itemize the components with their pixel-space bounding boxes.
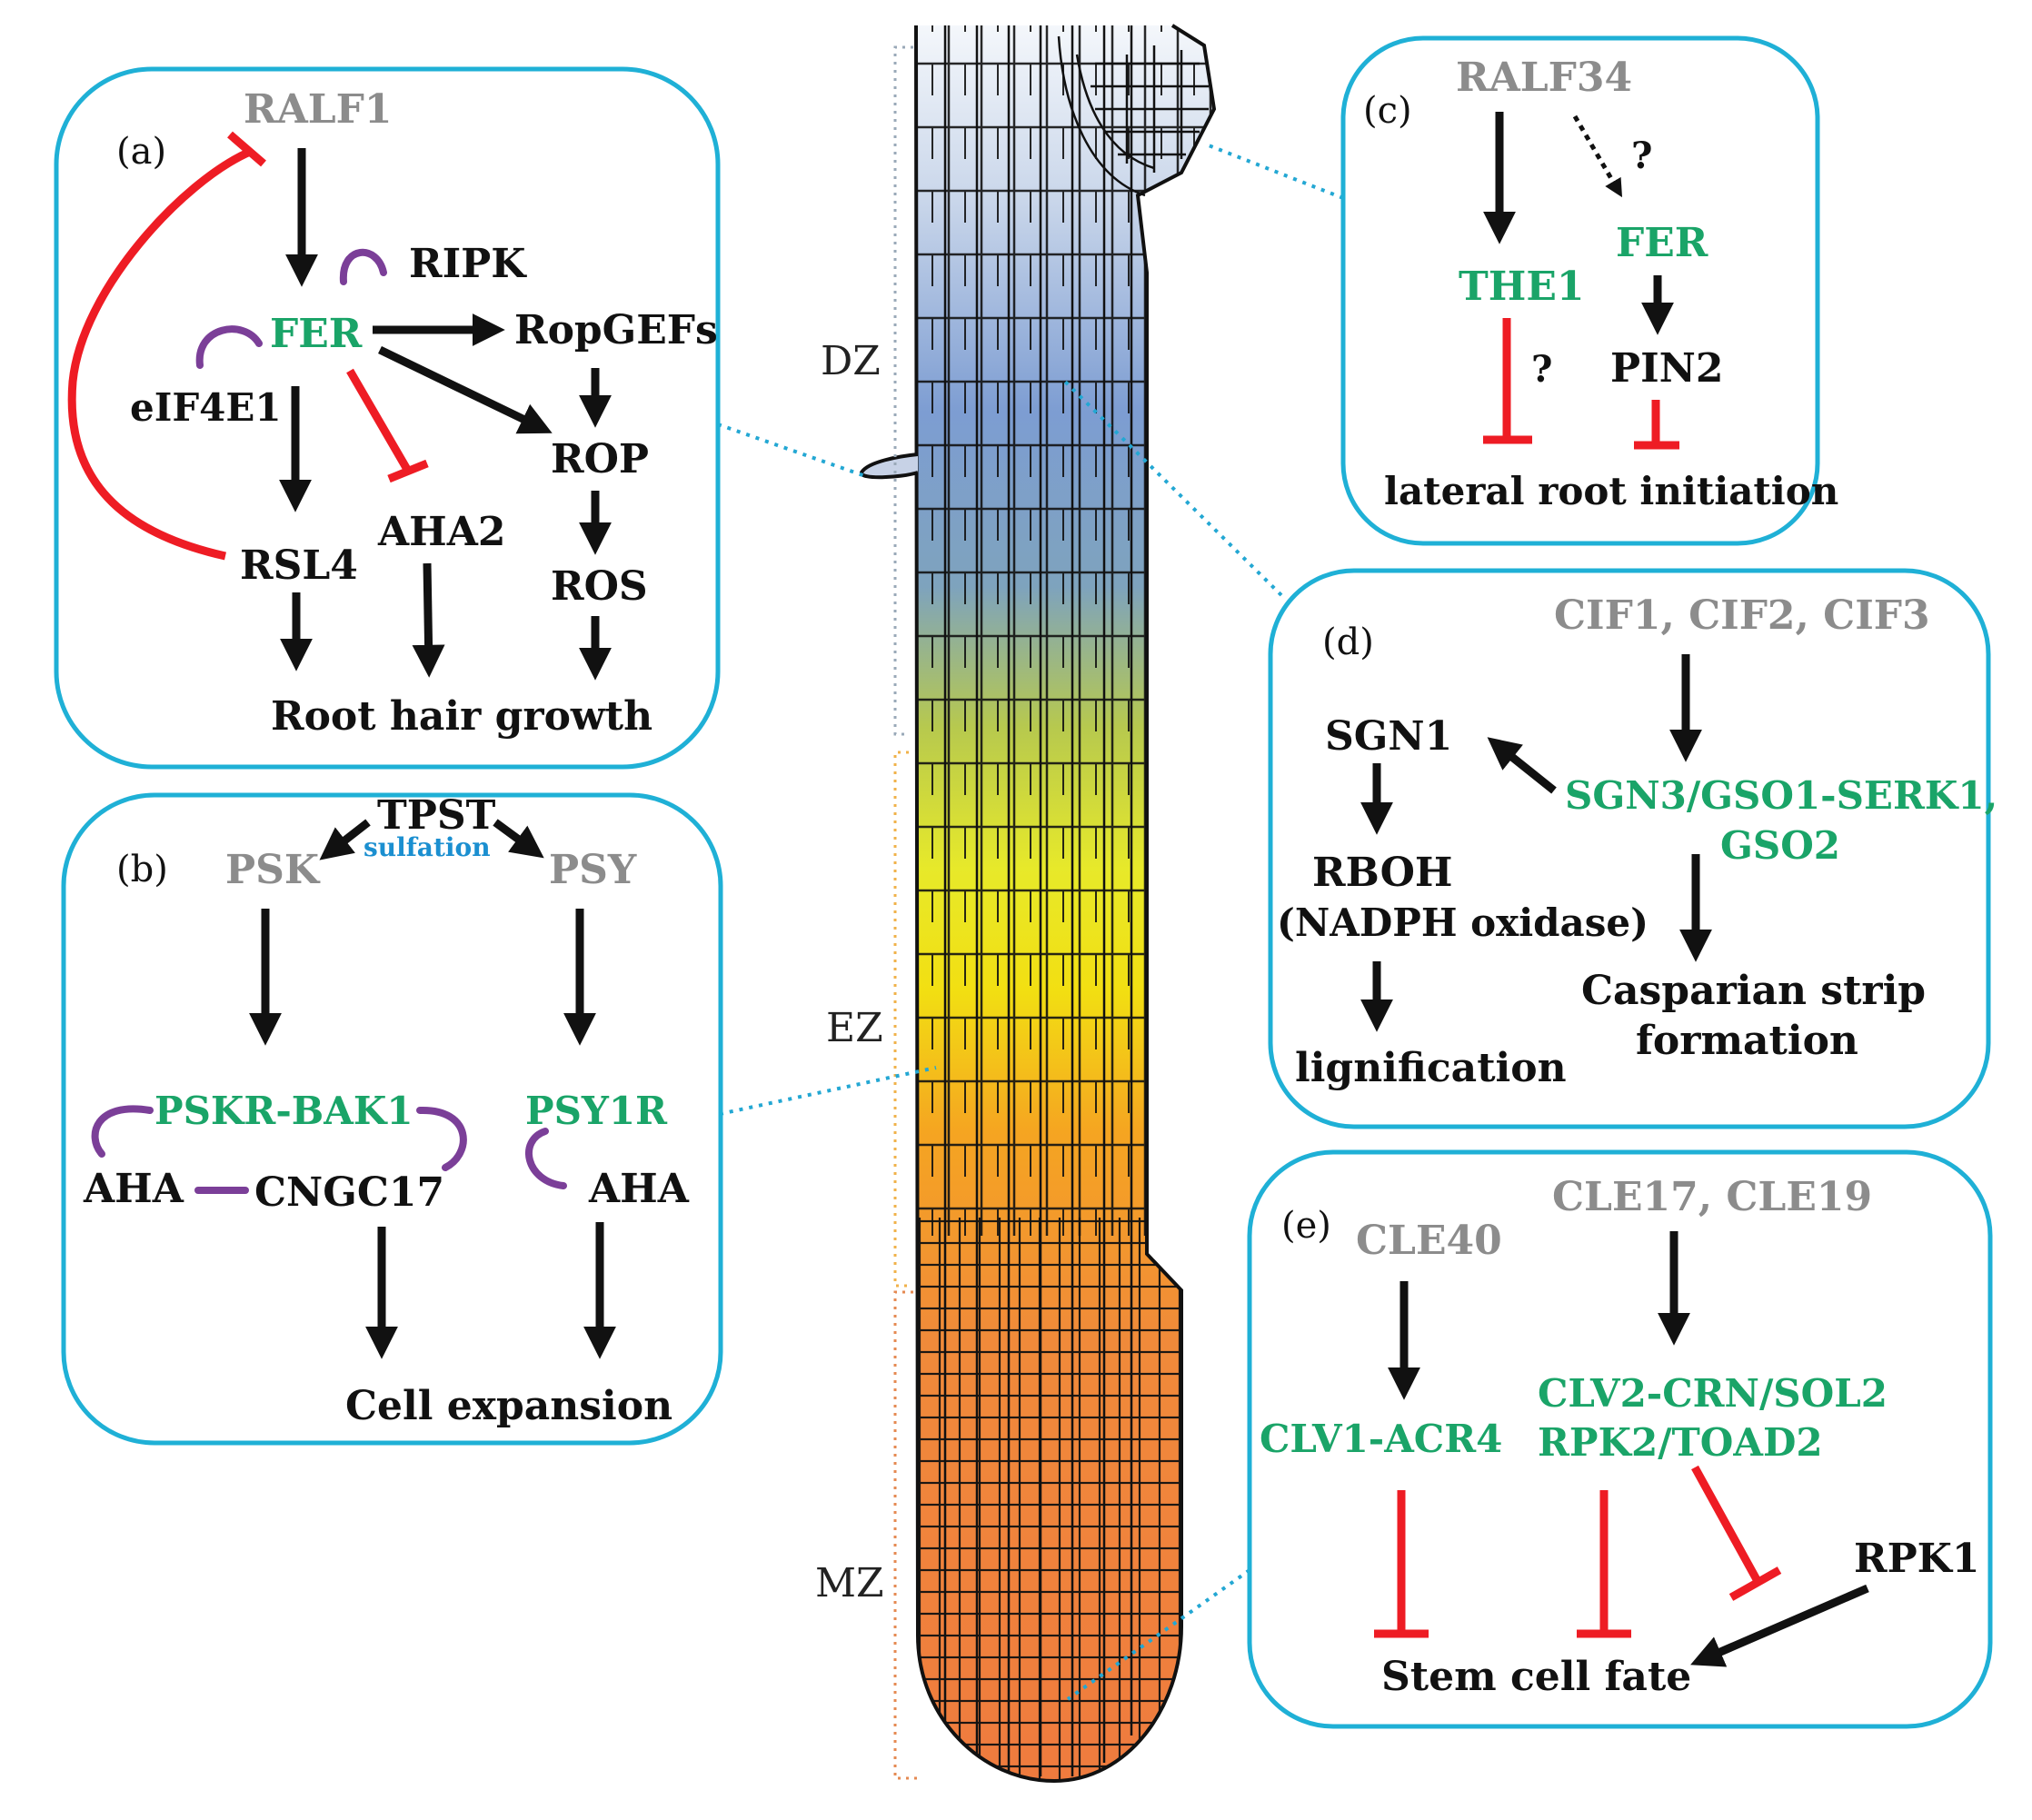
panel-c-label: (c) — [1363, 90, 1412, 132]
receptor-pskr-bak1: PSKR-BAK1 — [154, 1089, 413, 1133]
panel-a-inhibitions — [67, 131, 429, 561]
node-ropgefs: RopGEFs — [514, 307, 718, 353]
panel-a: (a) RALF1 FER RIPK eIF4E1 RopGEFs ROP RO… — [54, 66, 721, 770]
receptor-clv2-crn-sol2: CLV2-CRN/SOL2 — [1538, 1371, 1888, 1416]
receptor-rpk2-toad2: RPK2/TOAD2 — [1538, 1420, 1823, 1465]
panel-c-frame — [1340, 35, 1820, 546]
output-lignification: lignification — [1295, 1045, 1567, 1091]
panel-a-interactions — [195, 248, 387, 369]
node-rop: ROP — [551, 436, 649, 482]
panel-c: (c) RALF34 THE1 FER PIN2 ? ? lateral roo… — [1340, 35, 1838, 546]
peptide-cle17-cle19: CLE17, CLE19 — [1552, 1174, 1872, 1220]
panel-c-inhibitions — [1483, 318, 1679, 450]
panel-b-interactions — [91, 1105, 567, 1194]
node-rboh: RBOH — [1312, 850, 1452, 896]
node-aha-left: AHA — [83, 1166, 184, 1212]
output-root-hair-growth: Root hair growth — [271, 693, 652, 740]
panel-d-arrows — [1360, 654, 1712, 1032]
node-rsl4: RSL4 — [240, 542, 358, 589]
question-mark-2: ? — [1531, 348, 1552, 391]
output-casparian-line2: formation — [1636, 1018, 1858, 1064]
panel-e-frame — [1247, 1149, 1993, 1729]
node-nadph-oxidase: (NADPH oxidase) — [1277, 900, 1649, 945]
panel-b-frame — [61, 792, 723, 1446]
receptor-psy1r: PSY1R — [525, 1089, 668, 1133]
zone-brackets — [893, 45, 918, 1780]
node-eif4e1: eIF4E1 — [130, 385, 282, 430]
panel-d: (d) CIF1, CIF2, CIF3 SGN3/GSO1-SERK1, GS… — [1268, 568, 1997, 1129]
panel-e-label: (e) — [1281, 1205, 1331, 1247]
root-hair-bulge — [860, 453, 919, 480]
peptide-ralf34: RALF34 — [1456, 55, 1632, 101]
zone-label-mz: MZ — [815, 1560, 884, 1606]
output-cell-expansion: Cell expansion — [345, 1383, 672, 1429]
node-ripk: RIPK — [409, 241, 527, 287]
node-rpk1: RPK1 — [1854, 1536, 1980, 1582]
question-mark-1: ? — [1631, 134, 1652, 177]
node-sgn1: SGN1 — [1325, 713, 1452, 760]
zone-label-dz: DZ — [821, 338, 881, 384]
label-sulfation: sulfation — [364, 832, 491, 862]
root-illustration — [860, 24, 1217, 1784]
output-lateral-root-initiation: lateral root initiation — [1384, 469, 1838, 513]
output-casparian-line1: Casparian strip — [1581, 968, 1926, 1014]
peptide-psk: PSK — [225, 847, 321, 893]
receptor-fer-c: FER — [1616, 220, 1708, 266]
arrow-ralf34-fer-dashed — [1572, 114, 1623, 198]
panel-a-frame — [54, 66, 721, 770]
node-cngc17: CNGC17 — [254, 1169, 444, 1216]
panel-b: (b) TPST sulfation PSK PSY PSKR-BAK1 PSY… — [61, 792, 723, 1446]
peptide-cif: CIF1, CIF2, CIF3 — [1554, 592, 1930, 639]
output-stem-cell-fate: Stem cell fate — [1381, 1654, 1691, 1700]
panel-b-arrows — [249, 819, 616, 1359]
panel-e-arrows — [1388, 1231, 1869, 1667]
panel-e-inhibitions — [1374, 1465, 1782, 1638]
node-aha2: AHA2 — [377, 509, 505, 555]
zone-label-ez: EZ — [826, 1005, 883, 1051]
node-ros: ROS — [551, 563, 648, 610]
lateral-root-primordium — [1057, 35, 1209, 197]
node-pin2: PIN2 — [1610, 345, 1724, 392]
peptide-psy: PSY — [549, 847, 637, 893]
panel-b-label: (b) — [116, 849, 168, 890]
receptor-fer: FER — [270, 311, 363, 357]
receptor-sgn3-line1: SGN3/GSO1-SERK1, — [1565, 773, 1997, 818]
panel-d-label: (d) — [1322, 622, 1374, 663]
panel-d-frame — [1268, 568, 1991, 1129]
node-aha-right: AHA — [588, 1166, 690, 1212]
panel-e: (e) CLE40 CLE17, CLE19 CLV1-ACR4 CLV2-CR… — [1247, 1149, 1993, 1729]
receptor-clv1-acr4: CLV1-ACR4 — [1260, 1417, 1502, 1461]
panel-a-arrows — [279, 148, 612, 681]
panel-connectors — [717, 144, 1344, 1701]
receptor-sgn3-line2: GSO2 — [1720, 823, 1840, 868]
peptide-cle40: CLE40 — [1356, 1218, 1502, 1264]
panel-a-label: (a) — [116, 131, 166, 173]
node-tpst: TPST — [377, 792, 496, 839]
receptor-the1: THE1 — [1459, 264, 1584, 310]
peptide-ralf1: RALF1 — [244, 86, 393, 133]
